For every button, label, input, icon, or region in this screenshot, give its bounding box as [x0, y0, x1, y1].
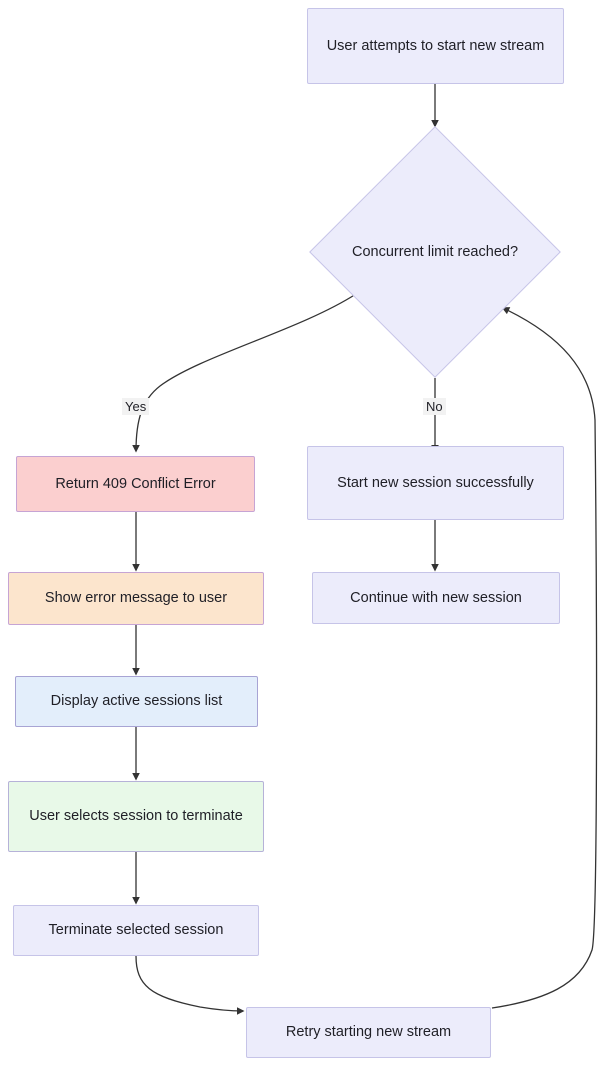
node-conflict-label: Return 409 Conflict Error — [55, 475, 216, 492]
node-start[interactable]: User attempts to start new stream — [307, 8, 564, 84]
node-show-error-message[interactable]: Show error message to user — [8, 572, 264, 625]
node-return-409-conflict-error[interactable]: Return 409 Conflict Error — [16, 456, 255, 512]
node-terminate-label: Terminate selected session — [48, 922, 224, 938]
node-continue-with-new-session[interactable]: Continue with new session — [312, 572, 560, 624]
edge-retry-to-decision — [491, 307, 598, 1009]
node-select-label: User selects session to terminate — [29, 808, 243, 824]
node-user-selects-session[interactable]: User selects session to terminate — [8, 781, 264, 852]
node-decision-label: Concurrent limit reached? — [351, 244, 519, 260]
node-showerror-label: Show error message to user — [44, 590, 228, 606]
edge-label-yes: Yes — [122, 398, 150, 415]
node-retry-starting-new-stream[interactable]: Retry starting new stream — [246, 1007, 491, 1058]
edge-terminate-to-retry — [135, 955, 245, 1015]
node-start-label: User attempts to start new stream — [326, 37, 545, 54]
node-sessions-label: Display active sessions list — [50, 693, 223, 709]
edge-decision-to-conflict — [132, 293, 357, 453]
node-retry-label: Retry starting new stream — [285, 1024, 452, 1040]
node-display-active-sessions-list[interactable]: Display active sessions list — [15, 676, 258, 727]
node-terminate-selected-session[interactable]: Terminate selected session — [13, 905, 259, 956]
node-continue-label: Continue with new session — [350, 589, 522, 606]
edge-label-no: No — [423, 398, 446, 415]
node-success-label: Start new session successfully — [337, 474, 534, 491]
node-start-new-session-successfully[interactable]: Start new session successfully — [307, 446, 564, 520]
node-decision[interactable]: Concurrent limit reached? — [309, 126, 561, 378]
